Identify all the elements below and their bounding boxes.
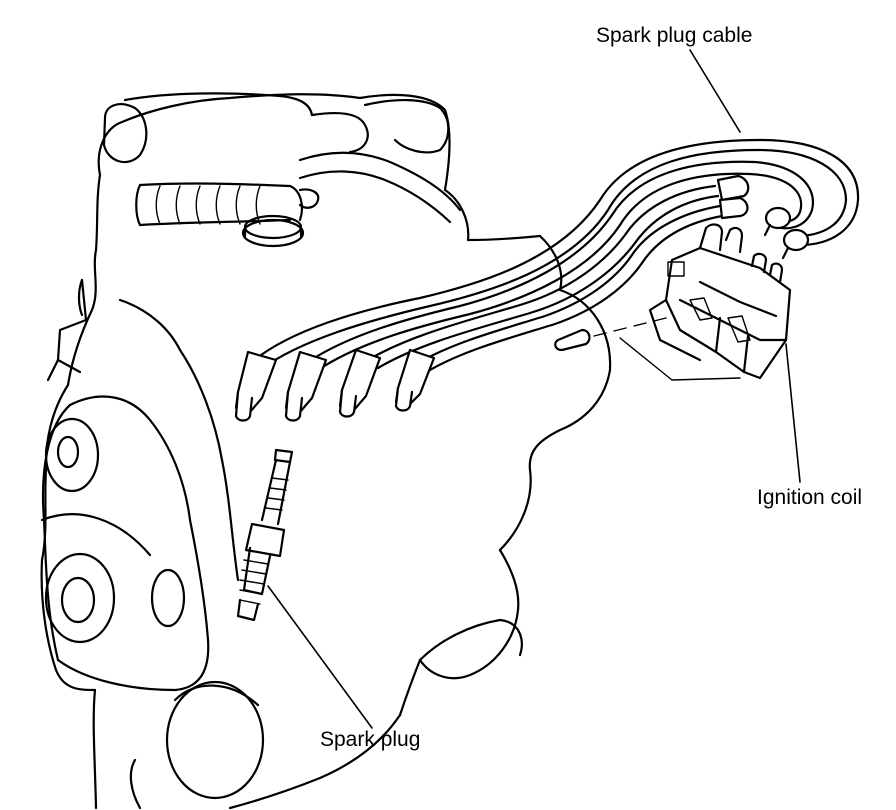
engine-block — [40, 93, 612, 810]
spark-plug-cables — [234, 138, 860, 422]
leader-ignition-coil — [785, 343, 801, 483]
ignition-coil — [554, 223, 792, 381]
lower-housing — [165, 680, 265, 800]
leader-spark-plug-cable — [689, 49, 741, 133]
intake-assembly — [102, 92, 462, 227]
spark-plug-label: Spark plug — [320, 728, 421, 751]
timing-belt-cover — [40, 395, 210, 692]
engine-mount-bracket — [46, 278, 88, 382]
ignition-coil-label: Ignition coil — [757, 486, 863, 509]
leader-spark-plug — [267, 585, 373, 729]
spark-plug-cable-label: Spark plug cable — [596, 24, 753, 47]
spark-plug — [236, 448, 294, 622]
oil-filler-cap — [241, 214, 305, 248]
